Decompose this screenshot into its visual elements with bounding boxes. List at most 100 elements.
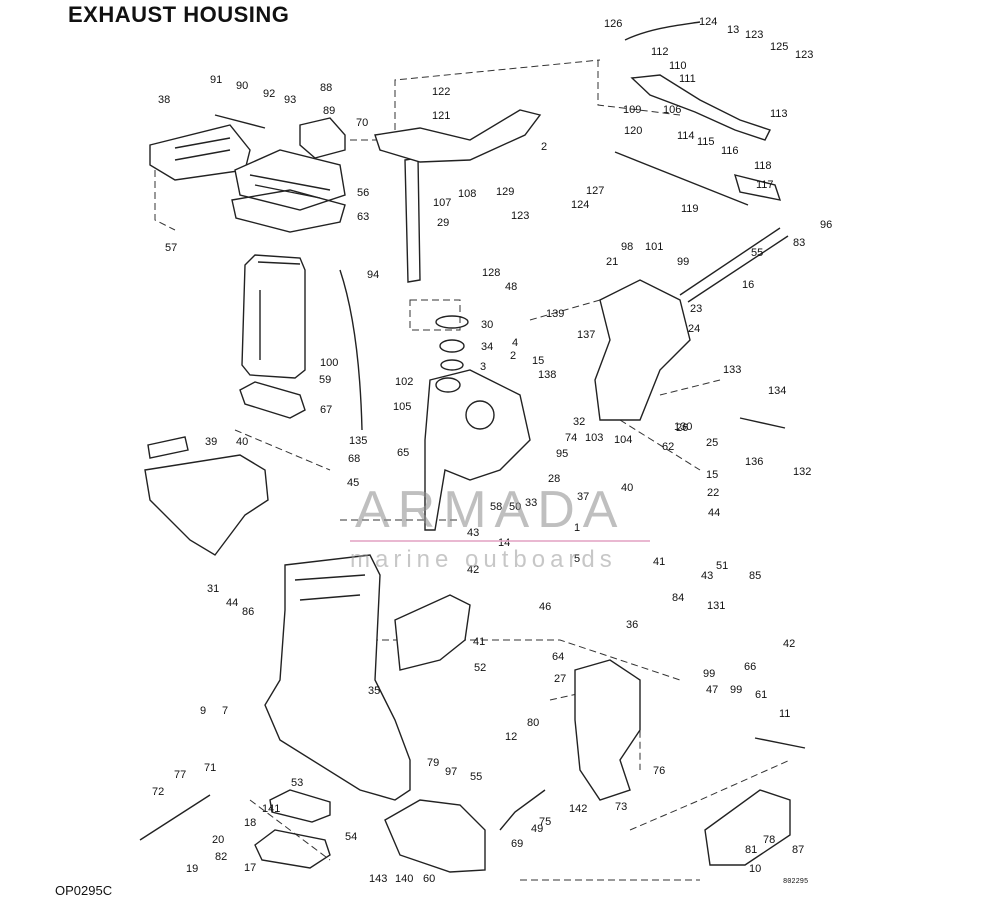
callout-9: 9 — [200, 705, 206, 717]
callout-33: 33 — [525, 497, 537, 509]
part-119-rod — [614, 151, 749, 206]
callout-48: 48 — [505, 281, 517, 293]
callout-53: 53 — [291, 777, 303, 789]
callout-39: 39 — [205, 436, 217, 448]
callout-2: 2 — [541, 141, 547, 153]
callout-134: 134 — [768, 385, 786, 397]
callout-56: 56 — [357, 187, 369, 199]
part-60-gasket — [254, 829, 331, 869]
part-63-gasket — [231, 189, 346, 233]
callout-128: 128 — [482, 267, 500, 279]
part-27-clamp-bracket — [574, 659, 641, 801]
callout-76: 76 — [653, 765, 665, 777]
callout-29: 29 — [437, 217, 449, 229]
callout-88: 88 — [320, 82, 332, 94]
callout-35: 35 — [368, 685, 380, 697]
callout-63: 63 — [357, 211, 369, 223]
callout-7: 7 — [222, 705, 228, 717]
callout-140: 140 — [395, 873, 413, 885]
callout-20: 20 — [212, 834, 224, 846]
part-59-exhaust-tube — [241, 254, 306, 379]
callout-25: 25 — [706, 437, 718, 449]
callout-78: 78 — [763, 834, 775, 846]
callout-104: 104 — [614, 434, 632, 446]
callout-89: 89 — [323, 105, 335, 117]
callout-57: 57 — [165, 242, 177, 254]
callout-120: 120 — [624, 125, 642, 137]
callout-1: 1 — [574, 522, 580, 534]
callout-15: 15 — [706, 469, 718, 481]
callout-47: 47 — [706, 684, 718, 696]
callout-36: 36 — [626, 619, 638, 631]
callout-55: 55 — [470, 771, 482, 783]
callout-4: 4 — [512, 337, 518, 349]
watermark-word: ARMADA — [355, 481, 626, 539]
callout-80: 80 — [527, 717, 539, 729]
callout-111: 111 — [679, 73, 696, 85]
callout-85: 85 — [749, 570, 761, 582]
callout-16: 16 — [742, 279, 754, 291]
callout-123: 123 — [511, 210, 529, 222]
part-swivel-bracket — [424, 369, 531, 531]
part-3-bushing — [440, 359, 464, 371]
callout-61: 61 — [755, 689, 767, 701]
callout-103: 103 — [585, 432, 603, 444]
callout-55: 55 — [751, 247, 763, 259]
callout-22: 22 — [707, 487, 719, 499]
callout-87: 87 — [792, 844, 804, 856]
callout-26: 26 — [676, 422, 688, 434]
callout-51: 51 — [716, 560, 728, 572]
callout-129: 129 — [496, 186, 514, 198]
callout-40: 40 — [236, 436, 248, 448]
callout-99: 99 — [677, 256, 689, 268]
callout-83: 83 — [793, 237, 805, 249]
callout-17: 17 — [244, 862, 256, 874]
callout-3: 3 — [480, 361, 486, 373]
callout-44: 44 — [226, 597, 238, 609]
callout-143: 143 — [369, 873, 387, 885]
part-6-plate — [704, 789, 791, 866]
callout-77: 77 — [174, 769, 186, 781]
callout-137: 137 — [577, 329, 595, 341]
callout-84: 84 — [672, 592, 684, 604]
callout-114: 114 — [677, 130, 695, 142]
callout-73: 73 — [615, 801, 627, 813]
part-29-shaft — [404, 157, 421, 283]
callout-98: 98 — [621, 241, 633, 253]
callout-136: 136 — [745, 456, 763, 468]
callout-43: 43 — [701, 570, 713, 582]
callout-72: 72 — [152, 786, 164, 798]
diagram-title: EXHAUST HOUSING — [68, 2, 290, 27]
diagram-code: OP0295C — [55, 883, 113, 898]
callout-67: 67 — [320, 404, 332, 416]
part-30-washer — [435, 315, 469, 329]
callout-24: 24 — [688, 323, 700, 335]
callout-142: 142 — [569, 803, 587, 815]
callout-30: 30 — [481, 319, 493, 331]
callout-118: 118 — [754, 160, 772, 172]
callout-75: 75 — [539, 816, 551, 828]
callout-42: 42 — [783, 638, 795, 650]
callout-132: 132 — [793, 466, 811, 478]
callout-123: 123 — [745, 29, 763, 41]
callout-99: 99 — [703, 668, 715, 680]
part-69-gasket — [269, 789, 331, 823]
callout-65: 65 — [397, 447, 409, 459]
callout-131: 131 — [707, 600, 725, 612]
callout-38: 38 — [158, 94, 170, 106]
callout-19: 19 — [186, 863, 198, 875]
part-117-grip — [733, 174, 782, 201]
callout-116: 116 — [721, 145, 739, 157]
callout-105: 105 — [393, 401, 411, 413]
callout-112: 112 — [651, 46, 669, 58]
callout-32: 32 — [573, 416, 585, 428]
part-78-cover — [384, 799, 486, 873]
callout-92: 92 — [263, 88, 275, 100]
callout-130: 130 — [674, 421, 692, 433]
part-16-tilt-tube — [679, 227, 781, 296]
callout-60: 60 — [423, 873, 435, 885]
callout-117: 117 — [756, 179, 774, 191]
callout-12: 12 — [505, 731, 517, 743]
